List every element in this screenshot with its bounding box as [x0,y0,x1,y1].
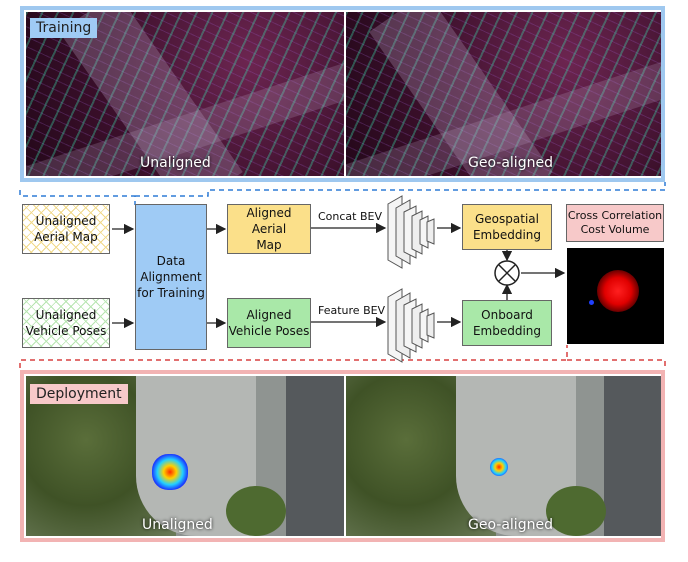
unaligned-aerial-map-box: Unaligned Aerial Map [22,204,110,254]
cost-volume-peak [597,270,639,312]
training-panel: Training Unaligned Geo-aligned [20,6,665,182]
aligned-vehicle-poses-box: Aligned Vehicle Poses [227,298,311,348]
aligned-aerial-map-box: Aligned Aerial Map [227,204,311,254]
concat-bev-label: Concat BEV [318,210,383,223]
geospatial-embedding-box: Geospatial Embedding [462,204,552,250]
training-dashed-bracket [19,182,666,205]
deployment-unaligned-roof [286,376,344,536]
deployment-geoaligned-prob-blob [490,458,508,476]
deployment-geoaligned-image [346,376,661,536]
cost-volume-minor-peak [589,300,594,305]
deployment-unaligned-prob-blob [152,454,188,490]
deployment-unaligned-tree [226,486,286,536]
feature-encoder-icon [387,288,435,363]
deployment-dashed-bracket [19,345,666,368]
unaligned-vehicle-poses-box: Unaligned Vehicle Poses [22,298,110,348]
deployment-geoaligned-roof [604,376,661,536]
deployment-geoaligned-tree [546,486,606,536]
feature-bev-label: Feature BEV [318,304,386,317]
cost-volume-heatmap [567,248,664,344]
deployment-right-caption: Geo-aligned [468,517,553,533]
training-left-caption: Unaligned [140,155,211,171]
data-alignment-box: Data Alignment for Training [135,204,207,350]
deployment-unaligned-image [26,376,344,536]
cross-correlation-label-box: Cross Correlation Cost Volume [566,204,664,242]
training-right-caption: Geo-aligned [468,155,553,171]
training-geoaligned-image [346,12,661,176]
concat-encoder-icon [387,195,435,269]
training-unaligned-image [26,12,344,176]
onboard-embedding-box: Onboard Embedding [462,300,552,346]
training-tag: Training [30,18,98,38]
deployment-tag: Deployment [30,384,128,404]
deployment-left-caption: Unaligned [142,517,213,533]
deployment-panel: Deployment Unaligned Geo-aligned [20,370,665,542]
